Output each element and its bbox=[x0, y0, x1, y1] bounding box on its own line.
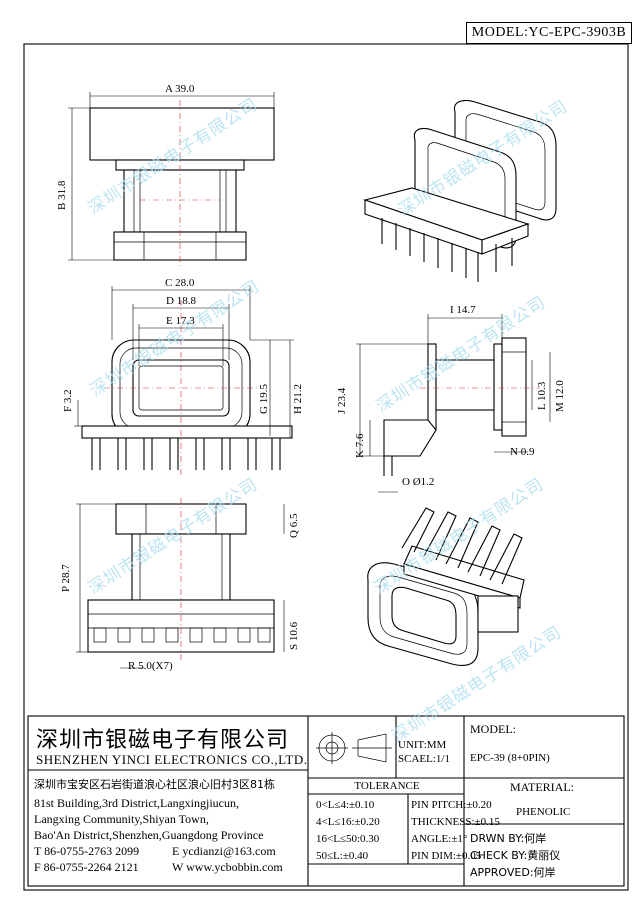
tolerance-heading: TOLERANCE bbox=[354, 780, 420, 792]
dim-h: H 21.2 bbox=[292, 384, 304, 414]
dim-q: Q 6.5 bbox=[288, 513, 300, 538]
material-value: PHENOLIC bbox=[516, 806, 571, 818]
tolerance-row: 50≤L:±0.40 bbox=[316, 850, 369, 862]
email: E ycdianzi@163.com bbox=[172, 844, 276, 858]
dim-e: E 17.3 bbox=[166, 315, 195, 327]
unit: UNIT:MM bbox=[398, 739, 447, 751]
dim-p: P 28.7 bbox=[60, 564, 72, 592]
isometric-view-top bbox=[363, 99, 557, 282]
website: W www.ycbobbin.com bbox=[172, 860, 283, 874]
dim-i: I 14.7 bbox=[450, 304, 476, 316]
tolerance-row: 16<L≤50:0.30 bbox=[316, 833, 380, 845]
dim-f: F 3.2 bbox=[62, 389, 74, 412]
pin-spec-row: PIN PITCH:±0.20 bbox=[411, 799, 492, 811]
address-cn: 深圳市宝安区石岩街道浪心社区浪心旧村3区81栋 bbox=[34, 778, 275, 791]
side-view bbox=[356, 314, 551, 493]
fax: F 86-0755-2264 2121 bbox=[34, 860, 139, 874]
dim-r: R 5.0(X7) bbox=[128, 660, 173, 672]
dim-b: B 31.8 bbox=[56, 180, 68, 210]
scale: SCAEL:1/1 bbox=[398, 753, 450, 765]
dim-g: G 19.5 bbox=[258, 384, 270, 414]
tolerance-row: 4<L≤16:±0.20 bbox=[316, 816, 380, 828]
dim-j: J 23.4 bbox=[336, 387, 348, 414]
company-name-en: SHENZHEN YINCI ELECTRONICS CO.,LTD. bbox=[36, 752, 308, 767]
dim-c: C 28.0 bbox=[165, 277, 195, 289]
title-block-lines bbox=[27, 715, 625, 887]
dim-s: S 10.6 bbox=[288, 621, 300, 650]
pin-spec-row: ANGLE:±1° bbox=[411, 833, 468, 845]
address-en-1: 81st Building,3rd District,Langxingjiucu… bbox=[34, 796, 239, 810]
address-en-2: Langxing Community,Shiyan Town, bbox=[34, 812, 209, 826]
address-en-3: Bao'An District,Shenzhen,Guangdong Provi… bbox=[34, 828, 264, 842]
top-view bbox=[74, 286, 294, 476]
tel: T 86-0755-2763 2099 bbox=[34, 844, 140, 858]
material-heading: MATERIAL: bbox=[510, 780, 574, 794]
dim-a: A 39.0 bbox=[165, 83, 195, 95]
pin-spec-row: THICKNESS:±0.15 bbox=[411, 816, 500, 828]
model-heading: MODEL: bbox=[470, 722, 516, 736]
isometric-view-bottom bbox=[367, 507, 525, 666]
dim-l: L 10.3 bbox=[536, 381, 548, 410]
dim-o: O Ø1.2 bbox=[402, 476, 435, 488]
check-by: CHECK BY:黄丽仪 bbox=[470, 849, 561, 862]
dim-d: D 18.8 bbox=[166, 295, 196, 307]
drawing-frame bbox=[23, 43, 629, 891]
bottom-view bbox=[76, 498, 285, 669]
pin-spec-row: PIN DIM:±0.05 bbox=[411, 850, 482, 862]
front-view bbox=[68, 92, 275, 268]
tolerance-list: 0<L≤4:±0.10 4<L≤16:±0.20 16<L≤50:0.30 50… bbox=[316, 797, 380, 865]
model-value: EPC-39 (8+0PIN) bbox=[470, 752, 550, 764]
drawn-by: DRWN BY:何岸 bbox=[470, 832, 547, 845]
dim-n: N 0.9 bbox=[510, 446, 535, 458]
dim-k: K 7.6 bbox=[354, 433, 366, 458]
approved-by: APPROVED:何岸 bbox=[470, 866, 556, 879]
tolerance-row: 0<L≤4:±0.10 bbox=[316, 799, 375, 811]
pin-spec-list: PIN PITCH:±0.20 THICKNESS:±0.15 ANGLE:±1… bbox=[411, 797, 500, 865]
company-name-cn: 深圳市银磁电子有限公司 bbox=[36, 728, 290, 753]
dim-m: M 12.0 bbox=[554, 380, 566, 412]
